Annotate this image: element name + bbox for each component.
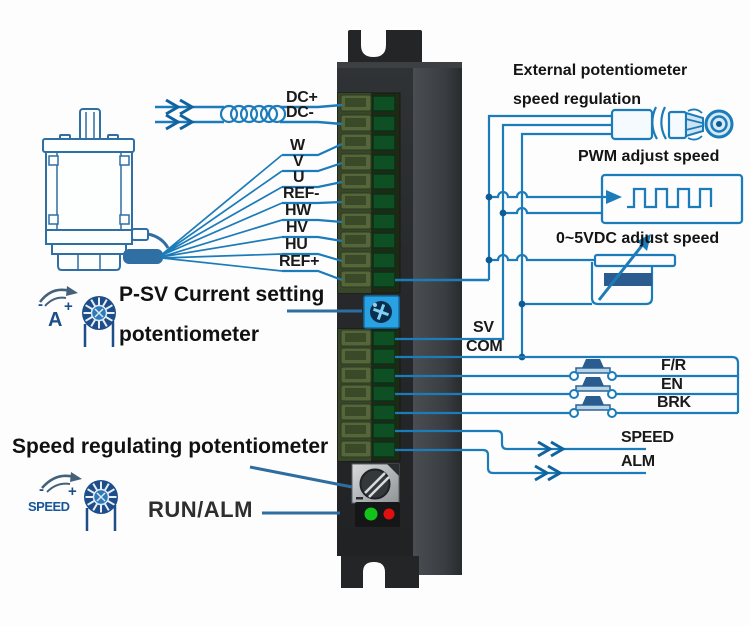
- run-led-green: [364, 507, 378, 521]
- current-setting-trimpot: [363, 295, 400, 329]
- label-sv: SV: [473, 319, 494, 336]
- switch-en: [569, 377, 617, 399]
- label-pwm: PWM adjust speed: [578, 148, 720, 165]
- alarm-led-red: [383, 508, 395, 520]
- label-speed-minus: -: [39, 481, 44, 498]
- switch-fr: [569, 359, 617, 381]
- label-speed-plus: +: [68, 483, 77, 500]
- motor-illustration: [42, 108, 170, 271]
- label-current-plus: +: [64, 298, 73, 315]
- label-hu: HU: [285, 236, 308, 253]
- speed-dial-icon: [41, 472, 119, 531]
- lower-terminal-block: [337, 328, 401, 462]
- upper-terminal-block: [337, 92, 401, 294]
- label-current-minus: -: [38, 296, 43, 313]
- label-current-pot-caption-1: P-SV Current setting: [119, 283, 325, 306]
- label-alm-output: ALM: [621, 453, 655, 470]
- switch-brk: [569, 396, 617, 418]
- label-en: EN: [661, 376, 683, 393]
- switch-buttons: [569, 359, 617, 418]
- label-external-pot-1: External potentiometer: [513, 62, 688, 79]
- power-arrows: [165, 98, 195, 131]
- label-ref-minus: REF-: [283, 185, 320, 202]
- label-current-a: A: [48, 309, 63, 331]
- speed-pot-pointer-line: [249, 465, 353, 489]
- label-speed-output: SPEED: [621, 429, 674, 446]
- label-0-5vdc: 0~5VDC adjust speed: [556, 230, 720, 247]
- current-dial-icon: [39, 286, 117, 347]
- label-dc-plus: DC+: [286, 89, 318, 106]
- label-current-pot-caption-2: potentiometer: [119, 323, 260, 346]
- bottom-mounting-slot: [363, 562, 385, 588]
- pwm-signal-icon: [600, 173, 744, 225]
- label-speed-dial-text: SPEED: [28, 499, 70, 514]
- label-dc-minus: DC-: [286, 104, 314, 121]
- speed-pot-knob: [351, 463, 400, 504]
- label-w: W: [290, 137, 305, 154]
- label-run-alm: RUN/ALM: [148, 497, 253, 522]
- label-fr: F/R: [661, 357, 686, 374]
- twisted-pair-coil: [219, 104, 287, 124]
- variable-resistor-icon: [590, 234, 677, 306]
- output-arrows: [534, 440, 566, 482]
- top-mounting-slot: [361, 28, 386, 57]
- label-speed-pot-caption: Speed regulating potentiometer: [12, 435, 329, 458]
- junction-dots: [485, 193, 526, 361]
- label-hv: HV: [286, 219, 308, 236]
- label-u: U: [293, 169, 305, 186]
- status-leds: [355, 502, 400, 527]
- label-ref-plus: REF+: [279, 253, 320, 270]
- label-external-pot-2: speed regulation: [513, 91, 642, 108]
- external-potentiometer-icon: [610, 106, 734, 141]
- label-v: V: [293, 153, 304, 170]
- label-hw: HW: [285, 202, 312, 219]
- annotation-lines: [249, 309, 362, 515]
- label-brk: BRK: [657, 394, 691, 411]
- wiring: [155, 98, 744, 482]
- label-com: COM: [466, 338, 503, 355]
